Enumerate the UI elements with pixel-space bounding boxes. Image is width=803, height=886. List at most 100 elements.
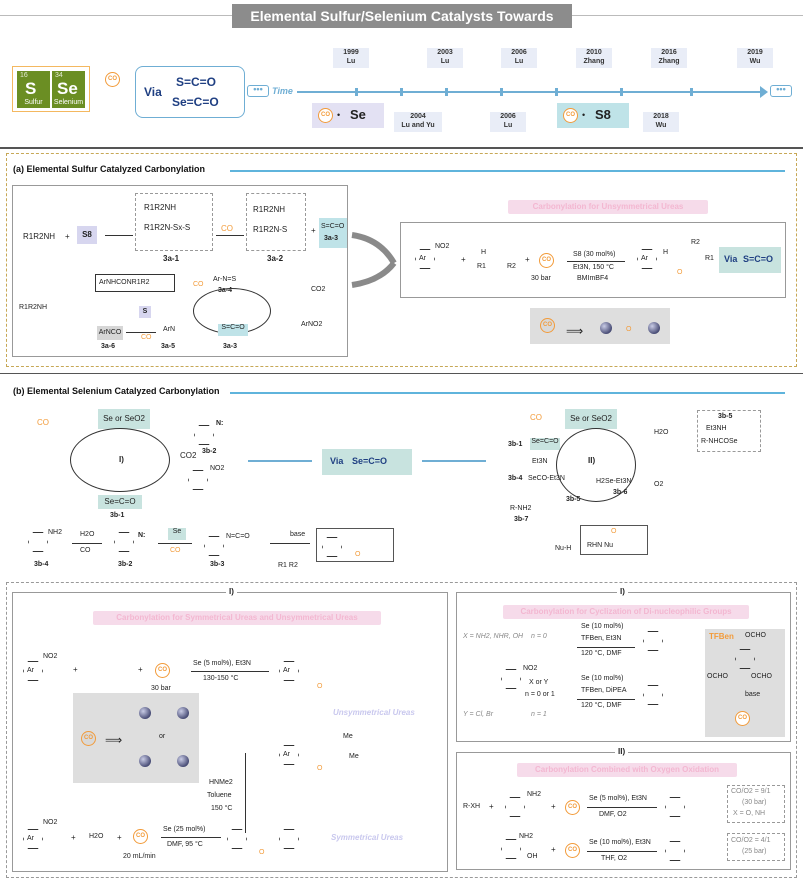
urea-o-c1: O xyxy=(317,683,323,690)
arrow-d1 xyxy=(577,647,635,648)
amine-a2: R1R2NH xyxy=(19,304,48,311)
x-def-e: X = O, NH xyxy=(733,810,766,817)
or-label: or xyxy=(159,733,166,740)
cond-a3: BMImBF4 xyxy=(577,275,609,282)
section-d-label: I) xyxy=(617,587,628,596)
ar-a: Ar xyxy=(419,255,426,262)
co-badge-c3: CO xyxy=(133,829,148,844)
section-a-reaction: Ar NO2 + H R1 R2 + CO 30 bar S8 (30 mol%… xyxy=(400,222,786,298)
label-3a-5: 3a-5 xyxy=(161,343,176,350)
plus-a: + xyxy=(65,232,70,241)
plus-e3: + xyxy=(551,845,556,854)
cos-cycle: S=C=O xyxy=(218,324,248,336)
amine-low: R1 R2 xyxy=(278,562,298,569)
label-3a-3: 3a-3 xyxy=(324,235,339,242)
selenium-tile: 34 Se Selenium xyxy=(52,71,85,108)
ring-3b-2-low xyxy=(114,532,134,552)
label-3b-2: 3b-2 xyxy=(202,448,217,455)
tick-2003 xyxy=(400,88,403,96)
arrow-via-right xyxy=(422,460,486,462)
plus-a2: + xyxy=(311,226,316,235)
o2-b: O2 xyxy=(654,481,664,488)
ring-d2 xyxy=(501,669,521,689)
tick-1999 xyxy=(355,88,358,96)
rnh2-b: R-NH2 xyxy=(510,505,532,512)
cond-c1: Se (5 mol%), Et3N xyxy=(193,660,251,667)
time-axis xyxy=(297,91,762,93)
h2se-b: H2Se-Et3N xyxy=(596,478,632,485)
int2-line2: R1R2N-S xyxy=(253,225,288,234)
ratio2: CO/O2 = 4/1 xyxy=(731,837,771,844)
label-3a-1: 3a-1 xyxy=(163,254,180,263)
ring-c4 xyxy=(23,829,43,849)
tfben-label: TFBen xyxy=(709,632,734,641)
n01-label: n = 0 or 1 xyxy=(525,691,555,698)
label-3a-3-b: 3a-3 xyxy=(223,343,238,350)
time-label: Time xyxy=(272,86,293,96)
label-3b-7: 3b-7 xyxy=(514,516,529,523)
label-3a-2: 3a-2 xyxy=(267,254,284,263)
merge-arrows xyxy=(351,232,397,288)
box-line2: R-NHCOSe xyxy=(701,438,738,445)
ring-e2 xyxy=(665,797,685,817)
se-seo2-b2: Se or SeO2 xyxy=(565,409,617,429)
nh2-b: NH2 xyxy=(48,529,63,536)
urea-box: ArNHCONR1R2 xyxy=(95,274,175,292)
urea-product-b: O xyxy=(316,528,394,562)
cond-d1-3: 120 °C, DMF xyxy=(581,650,622,657)
me-1: Me xyxy=(343,733,353,740)
ar-c4: Ar xyxy=(27,835,34,842)
h2o-low: H2O xyxy=(80,531,95,538)
pill-oxidation: Carbonylation Combined with Oxygen Oxida… xyxy=(517,763,737,777)
ocho-3: OCHO xyxy=(751,673,772,680)
no2-a: NO2 xyxy=(435,243,450,250)
et3n-b: Et3N xyxy=(532,458,548,465)
label-3b-6: 3b-6 xyxy=(613,489,628,496)
y-def: Y = Cl, Br xyxy=(463,711,494,718)
int1-line1: R1R2NH xyxy=(144,203,177,212)
arrow-via-left xyxy=(248,460,312,462)
nco-3b3: N=C=O xyxy=(226,533,250,540)
rhn-nu: RHN Nu xyxy=(587,542,614,549)
urea-text: ArNHCONR1R2 xyxy=(99,279,150,286)
ratio1: CO/O2 = 9/1 xyxy=(731,788,771,795)
pressure-e2: (25 bar) xyxy=(742,848,767,855)
int1-line2: R1R2N-Sx-S xyxy=(144,223,191,232)
urea-r1-a: R1 xyxy=(705,255,714,262)
sym-label: Symmetrical Ureas xyxy=(331,833,404,842)
section-c-box: I) Carbonylation for Symmetrical Ureas a… xyxy=(12,587,448,872)
no2-c1: NO2 xyxy=(43,653,58,660)
ball-a2 xyxy=(648,322,660,334)
cos-text: S=C=O xyxy=(321,223,345,230)
arno2-a: ArNO2 xyxy=(301,321,323,328)
section-e-label: II) xyxy=(615,747,629,756)
cos-species: S=C=O xyxy=(176,75,217,89)
ring-3b-2 xyxy=(194,425,214,445)
n-lone-low: N: xyxy=(138,532,146,539)
section-a-mechanism: R1R2NH + S8 R1R2NH R1R2N-Sx-S 3a-1 CO R1… xyxy=(12,185,348,357)
n1-label: n = 1 xyxy=(531,711,547,718)
arrow-a3 xyxy=(126,332,156,333)
base-d: base xyxy=(745,691,761,698)
ring-3b-3 xyxy=(204,536,224,556)
title-bar: Elemental Sulfur/Selenium Catalysts Towa… xyxy=(0,0,803,48)
separator-1 xyxy=(0,147,803,149)
s8-a: S8 xyxy=(77,226,97,244)
ring-tfben xyxy=(735,649,755,669)
via-label: Via xyxy=(144,85,162,99)
box-line1: Et3NH xyxy=(706,425,727,432)
se-label: Se xyxy=(350,107,366,122)
tick-2010 xyxy=(555,88,558,96)
sulfur-name: Sulfur xyxy=(24,99,43,106)
hnme2: HNMe2 xyxy=(209,779,233,786)
flow-rate: 20 mL/min xyxy=(123,853,156,860)
cond-d2-1: Se (10 mol%) xyxy=(581,675,624,682)
arrow-d2 xyxy=(577,699,635,700)
ring-c3 xyxy=(279,745,299,765)
pill-cyclization: Carbonylation for Cyclization of Di-nucl… xyxy=(503,605,749,619)
int2-line1: R1R2NH xyxy=(253,205,286,214)
temp-c1: 130-150 °C xyxy=(203,675,239,682)
nh2-e1: NH2 xyxy=(527,791,542,798)
